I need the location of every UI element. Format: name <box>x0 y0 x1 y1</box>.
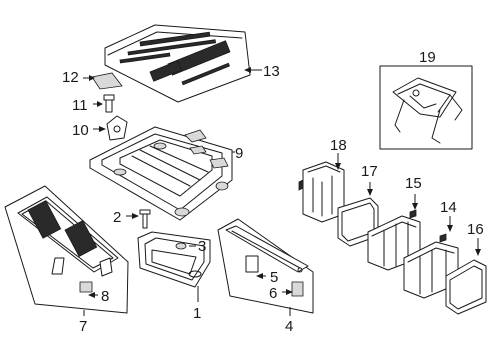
seat-cover-part-16 <box>445 259 487 315</box>
callout-7: 7 <box>79 318 87 335</box>
callout-17: 17 <box>361 163 378 180</box>
bracket-part-10 <box>106 115 128 141</box>
clip-part-12 <box>91 72 123 90</box>
callout-4: 4 <box>285 318 293 335</box>
callout-2: 2 <box>113 209 121 226</box>
callout-18: 18 <box>330 137 347 154</box>
seatback-part-18 <box>298 161 345 223</box>
callout-11: 11 <box>72 97 88 114</box>
group-box-19 <box>379 65 473 150</box>
seat-cover-part-14 <box>403 233 459 299</box>
callout-13: 13 <box>263 63 280 80</box>
bolt-part-11 <box>103 94 115 113</box>
callout-14: 14 <box>440 199 457 216</box>
group-box-4 <box>217 218 314 314</box>
group-box-7 <box>4 185 129 314</box>
callout-1: 1 <box>193 305 201 322</box>
screw-part-2 <box>139 209 151 229</box>
callout-12: 12 <box>62 69 79 86</box>
callout-3: 3 <box>198 238 206 255</box>
callout-6: 6 <box>269 285 277 302</box>
callout-10: 10 <box>72 122 89 139</box>
callout-5: 5 <box>270 269 278 286</box>
callout-8: 8 <box>101 288 109 305</box>
callout-19: 19 <box>419 49 436 66</box>
cargo-mat-part <box>104 24 251 103</box>
callout-15: 15 <box>405 175 422 192</box>
callout-16: 16 <box>467 221 484 238</box>
floor-panel-part <box>89 126 233 221</box>
callout-9: 9 <box>235 145 243 162</box>
